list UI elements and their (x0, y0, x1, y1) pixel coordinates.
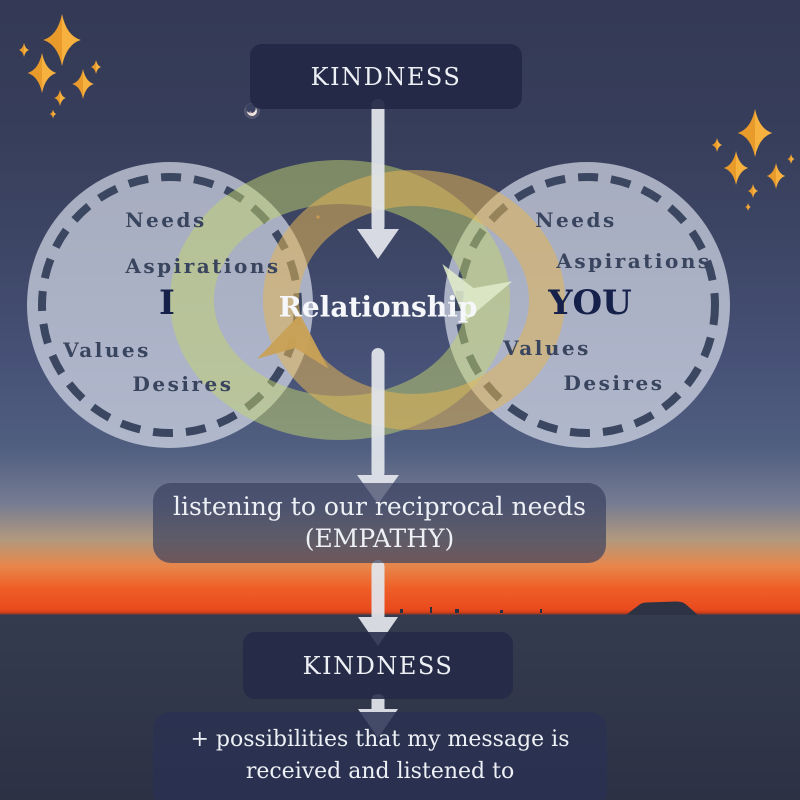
result-box: + possibilities that my message is recei… (153, 712, 607, 800)
left-circle-values-label: Values (63, 338, 151, 362)
horizon-silhouette-specks (400, 607, 542, 613)
right-circle-values-label: Values (503, 336, 591, 360)
sparkle-stars-right-icon (711, 109, 795, 211)
result-line2: received and listened to (245, 758, 515, 784)
kindness-top-box: KINDNESS (250, 44, 522, 109)
down-arrow-1 (357, 99, 399, 259)
green-cycle-arrowhead (442, 263, 513, 322)
result-line1: + possibilities that my message is (190, 727, 570, 752)
right-circle-aspirations-label: Aspirations (556, 249, 712, 273)
left-circle-aspirations-label: Aspirations (125, 254, 281, 278)
down-arrow-3 (358, 560, 398, 646)
right-circle-needs-label: Needs (535, 208, 617, 232)
empathy-line2: (EMPATHY) (304, 524, 455, 553)
tan-cycle-arrowhead (257, 314, 329, 369)
kindness-bottom-box: KINDNESS (243, 632, 513, 699)
right-circle-title: YOU (548, 283, 632, 323)
cycle-arrow-green (170, 160, 513, 440)
left-circle-desires-label: Desires (132, 372, 234, 396)
left-circle-title: I (159, 283, 175, 323)
relationship-label: Relationship (278, 290, 478, 324)
kindness-bottom-label: KINDNESS (302, 651, 454, 680)
right-circle-desires-label: Desires (563, 371, 665, 395)
uluru-silhouette (626, 601, 698, 615)
kindness-top-label: KINDNESS (310, 62, 462, 91)
empathy-box: listening to our reciprocal needs (EMPAT… (153, 483, 606, 563)
cycle-arrow-tan (257, 170, 565, 430)
left-circle-needs-label: Needs (125, 208, 207, 232)
empathy-line1: listening to our reciprocal needs (172, 491, 587, 521)
sparkle-stars-left-icon (18, 14, 102, 119)
